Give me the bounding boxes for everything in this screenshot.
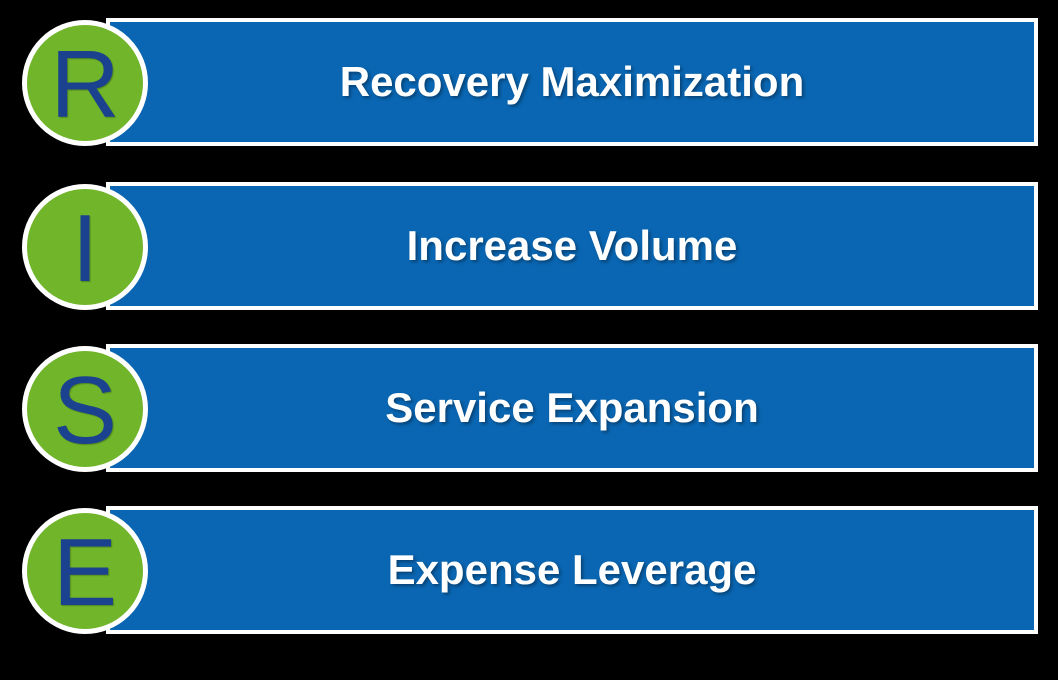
badge-letter: S xyxy=(52,357,118,464)
rise-row-recovery-maximization: Recovery Maximization R xyxy=(0,18,1058,146)
rise-row-increase-volume: Increase Volume I xyxy=(0,182,1058,310)
badge-letter: R xyxy=(50,31,120,138)
rise-row-service-expansion: Service Expansion S xyxy=(0,344,1058,472)
rise-row-expense-leverage: Expense Leverage E xyxy=(0,506,1058,634)
letter-badge-r: R xyxy=(22,20,148,146)
bar-increase-volume: Increase Volume xyxy=(106,182,1038,310)
bar-label: Recovery Maximization xyxy=(339,58,805,105)
bar-label: Expense Leverage xyxy=(387,546,757,593)
bar-label: Service Expansion xyxy=(385,384,759,431)
badge-letter: I xyxy=(71,195,99,302)
letter-badge-e: E xyxy=(22,508,148,634)
bar-expense-leverage: Expense Leverage xyxy=(106,506,1038,634)
letter-badge-i: I xyxy=(22,184,148,310)
bar-recovery-maximization: Recovery Maximization xyxy=(106,18,1038,146)
bar-service-expansion: Service Expansion xyxy=(106,344,1038,472)
badge-letter: E xyxy=(52,519,118,626)
letter-badge-s: S xyxy=(22,346,148,472)
bar-label: Increase Volume xyxy=(406,222,738,269)
